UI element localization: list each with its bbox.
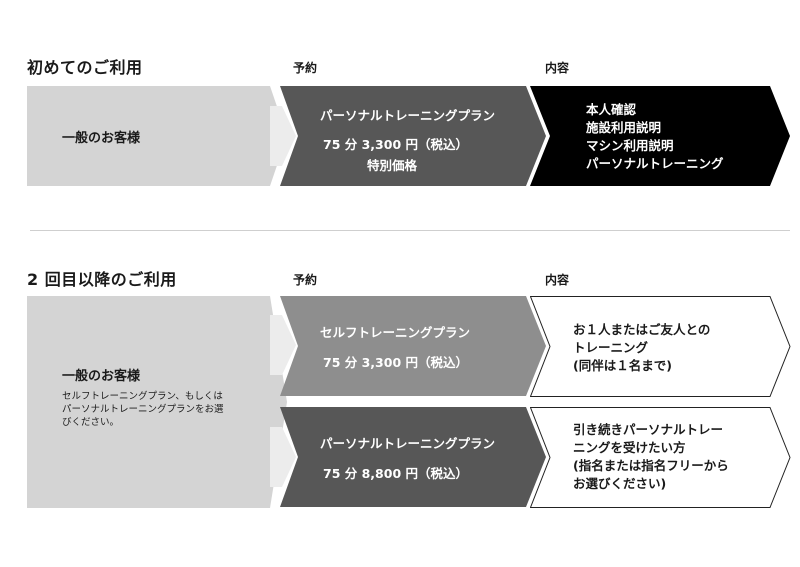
customer-block-first <box>27 86 287 186</box>
plan-price-self: 75 分 3,300 円（税込） <box>323 355 468 370</box>
plan-price-personal-first: 75 分 3,300 円（税込） <box>323 137 468 152</box>
plan-name-personal-repeat: パーソナルトレーニングプラン <box>320 436 496 451</box>
content-line: トレーニング <box>573 340 649 355</box>
customer-description-line: びください。 <box>62 417 120 428</box>
plan-block-personal-first <box>280 86 546 186</box>
plan-name-personal-first: パーソナルトレーニングプラン <box>320 108 496 123</box>
customer-description-line: セルフトレーニングプラン、もしくは <box>62 391 223 402</box>
connector-shadow <box>270 106 296 166</box>
section-title-first: 初めてのご利用 <box>27 58 143 77</box>
plan-note-special-price: 特別価格 <box>367 158 418 173</box>
plan-price-personal-repeat: 75 分 8,800 円（税込） <box>323 466 468 481</box>
connector-shadow <box>270 427 296 487</box>
column-header-content: 内容 <box>545 273 570 287</box>
plan-block-self <box>280 296 546 396</box>
content-line: マシン利用説明 <box>586 138 674 153</box>
content-line: パーソナルトレーニング <box>586 156 724 171</box>
section-title-repeat: 2 回目以降のご利用 <box>27 270 177 289</box>
customer-label-first: 一般のお客様 <box>62 131 141 146</box>
plan-block-personal-repeat <box>280 407 546 507</box>
content-line: ニングを受けたい方 <box>573 440 686 455</box>
customer-block-repeat <box>27 296 287 508</box>
content-line: 引き続きパーソナルトレー <box>573 422 724 437</box>
column-header-content: 内容 <box>545 61 570 75</box>
connector-shadow <box>270 315 296 375</box>
content-line: 本人確認 <box>586 102 637 117</box>
content-block-personal-repeat <box>530 407 791 508</box>
section-divider <box>30 230 790 231</box>
column-header-reservation: 予約 <box>293 61 318 75</box>
content-block-first <box>530 86 790 186</box>
customer-description-line: パーソナルトレーニングプランをお選 <box>62 404 224 415</box>
content-line: お１人またはご友人との <box>573 322 711 337</box>
column-header-reservation: 予約 <box>293 273 318 287</box>
content-block-self <box>530 296 791 397</box>
customer-label-repeat: 一般のお客様 <box>62 369 141 384</box>
content-line: 施設利用説明 <box>586 120 662 135</box>
content-line: お選びください) <box>573 476 667 491</box>
content-line: (指名または指名フリーから <box>573 458 729 473</box>
content-line: (同伴は１名まで) <box>573 358 672 373</box>
plan-name-self: セルフトレーニングプラン <box>320 325 471 340</box>
